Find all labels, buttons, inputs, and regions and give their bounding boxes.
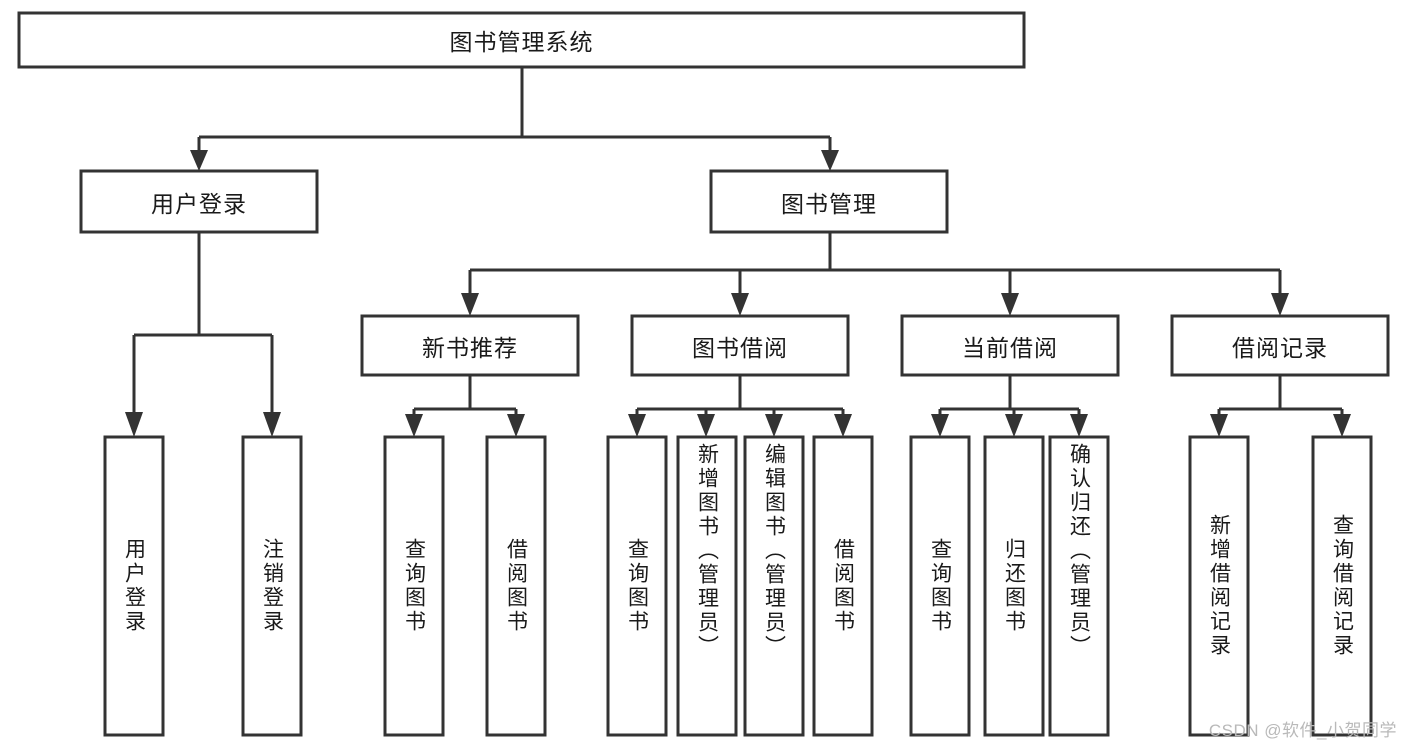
node-box-leaf-user-login[interactable]: [103, 435, 165, 737]
node-box-root[interactable]: [17, 11, 1026, 69]
node-box-leaf-query-book-3[interactable]: [909, 435, 971, 737]
node-box-leaf-edit-book[interactable]: [743, 435, 805, 737]
node-box-leaf-confirm-return[interactable]: [1048, 435, 1110, 737]
arrow-head-current-borrow: [1001, 293, 1019, 316]
watermark-text: CSDN @软件_小贺同学: [1208, 721, 1397, 740]
arrow-head-leaf-query-book-3: [931, 414, 949, 437]
arrow-head-leaf-edit-book: [765, 414, 783, 437]
arrow-head-leaf-borrow-book-1: [507, 414, 525, 437]
arrow-head-borrow-record: [1271, 293, 1289, 316]
arrow-head-leaf-add-record: [1210, 414, 1228, 437]
arrow-head-leaf-return-book: [1005, 414, 1023, 437]
node-box-new-book-recommend[interactable]: [360, 314, 580, 377]
arrow-head-book-manage: [821, 150, 839, 171]
arrow-head-new-book-recommend: [461, 293, 479, 316]
node-box-leaf-query-book-1[interactable]: [383, 435, 445, 737]
arrow-head-leaf-query-book-1: [405, 414, 423, 437]
arrow-head-user-login: [190, 150, 208, 171]
arrow-head-leaf-query-record: [1333, 414, 1351, 437]
arrow-head-leaf-user-logout: [263, 412, 281, 437]
arrow-head-leaf-add-book: [697, 414, 715, 437]
arrow-head-leaf-confirm-return: [1070, 414, 1088, 437]
node-box-leaf-add-book[interactable]: [676, 435, 738, 737]
node-box-leaf-query-record[interactable]: [1311, 435, 1373, 737]
node-box-book-manage[interactable]: [709, 169, 949, 234]
node-box-book-borrow[interactable]: [630, 314, 850, 377]
node-box-borrow-record[interactable]: [1170, 314, 1390, 377]
node-box-leaf-borrow-book-1[interactable]: [485, 435, 547, 737]
arrow-head-leaf-query-book-2: [628, 414, 646, 437]
node-box-leaf-return-book[interactable]: [983, 435, 1045, 737]
node-box-current-borrow[interactable]: [900, 314, 1120, 377]
arrow-head-leaf-borrow-book-2: [834, 414, 852, 437]
arrow-head-leaf-user-login: [125, 412, 143, 437]
node-box-leaf-query-book-2[interactable]: [606, 435, 668, 737]
arrow-head-book-borrow: [731, 293, 749, 316]
node-box-leaf-add-record[interactable]: [1188, 435, 1250, 737]
node-box-user-login[interactable]: [79, 169, 319, 234]
node-box-leaf-user-logout[interactable]: [241, 435, 303, 737]
node-box-leaf-borrow-book-2[interactable]: [812, 435, 874, 737]
